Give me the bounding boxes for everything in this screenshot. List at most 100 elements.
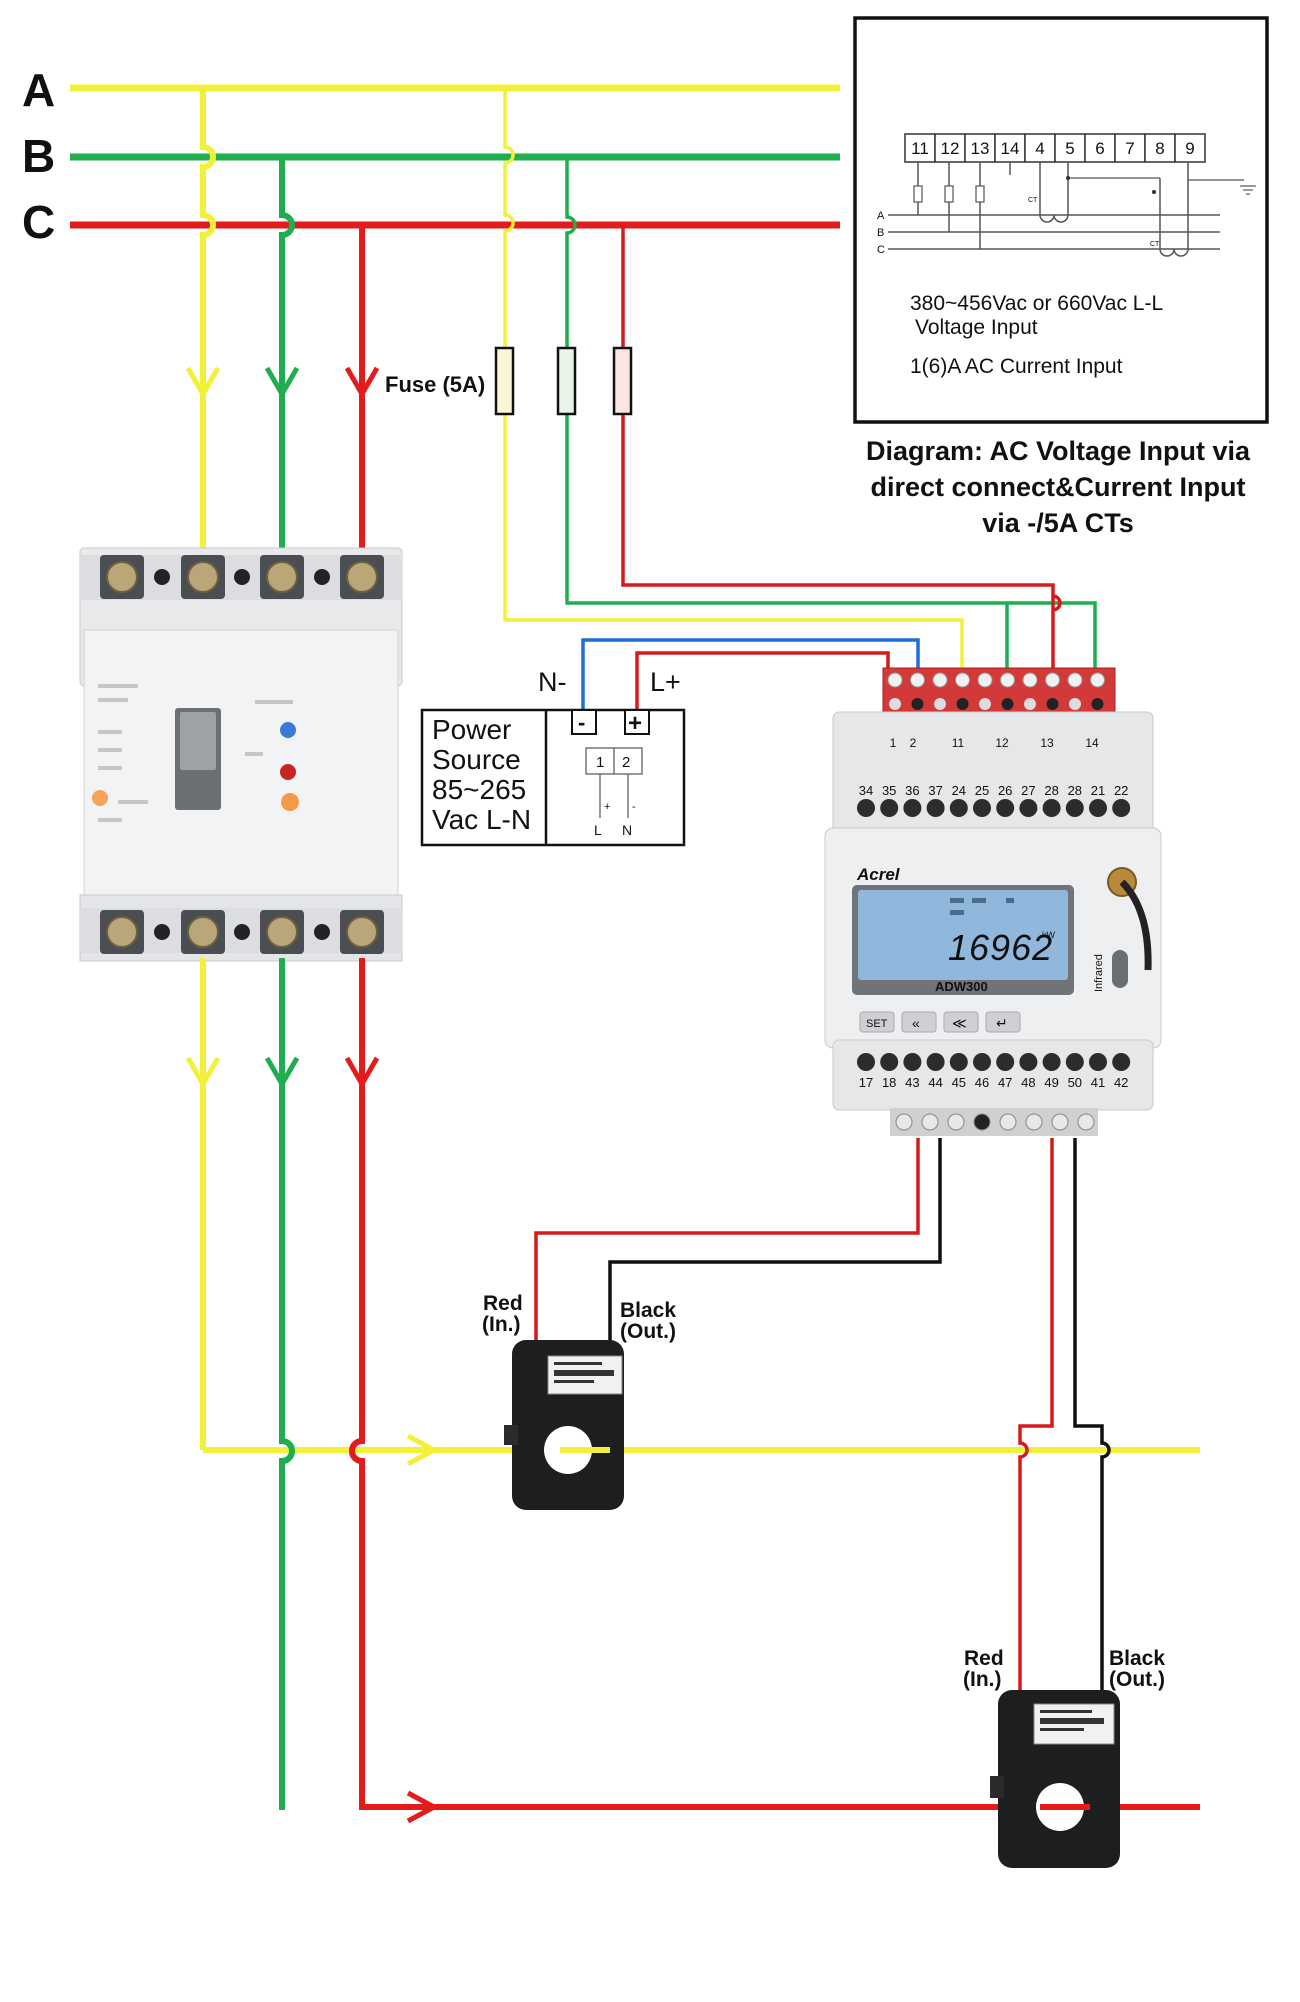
terminal-hole-icon bbox=[1042, 799, 1061, 817]
meter-button-left[interactable]: « bbox=[912, 1015, 920, 1031]
meter-terminal-label: 48 bbox=[1021, 1075, 1035, 1090]
terminal-hole-icon bbox=[973, 799, 991, 817]
meter-infrared-label: Infrared bbox=[1093, 954, 1105, 992]
terminal-hole-icon bbox=[926, 799, 945, 817]
arrow-a-down bbox=[185, 366, 221, 400]
terminal-hole-icon bbox=[903, 799, 922, 817]
caption-line2: direct connect&Current Input bbox=[870, 472, 1245, 502]
inset-terminal-label: 14 bbox=[1001, 139, 1020, 158]
terminal-hole-icon bbox=[1069, 698, 1081, 710]
terminal-hole-icon bbox=[973, 1053, 991, 1071]
terminal-hole-icon bbox=[1046, 698, 1059, 710]
ct1-red-label-2: (In.) bbox=[482, 1313, 520, 1336]
screw-icon bbox=[932, 672, 948, 688]
meter-terminal-label: 45 bbox=[952, 1075, 966, 1090]
arrow-a-right bbox=[406, 1433, 440, 1467]
arrow-a-down-lower bbox=[185, 1056, 221, 1090]
inset-voltage-line2: Voltage Input bbox=[915, 316, 1038, 339]
screw-hole-icon bbox=[314, 924, 330, 940]
screw-icon bbox=[1077, 1113, 1095, 1131]
inset-terminal-label: 12 bbox=[941, 139, 960, 158]
terminal-hole-icon bbox=[1019, 1053, 1038, 1071]
inset-terminal-label: 4 bbox=[1035, 139, 1044, 158]
meter-top-terminal-label: 12 bbox=[995, 736, 1009, 750]
terminal-hole-icon bbox=[996, 1053, 1015, 1071]
meter-terminal-label: 25 bbox=[975, 783, 989, 798]
screw-icon bbox=[1090, 672, 1105, 688]
ct1-red-wire bbox=[534, 1138, 920, 1368]
meter-terminal-label: 46 bbox=[975, 1075, 989, 1090]
power-n-wire bbox=[581, 638, 920, 718]
power-source-box bbox=[420, 708, 686, 847]
meter-top-terminal-label: 14 bbox=[1085, 736, 1099, 750]
inset-row-a: A bbox=[877, 210, 885, 222]
terminal-hole-icon bbox=[979, 698, 991, 710]
inset-current-input: 1(6)A AC Current Input bbox=[910, 355, 1123, 378]
screw-icon bbox=[346, 916, 378, 948]
fuse-a bbox=[494, 346, 515, 416]
meter-terminal-label: 26 bbox=[998, 783, 1012, 798]
meter-terminal-label: 47 bbox=[998, 1075, 1012, 1090]
power-minus-sign: - bbox=[578, 710, 585, 735]
screw-icon bbox=[973, 1113, 991, 1131]
power-ln-l: L bbox=[594, 822, 602, 838]
terminal-hole-icon bbox=[880, 1053, 899, 1071]
inset-ct-2: CT bbox=[1150, 241, 1160, 248]
inset-terminal-box bbox=[1114, 133, 1146, 163]
terminal-hole-icon bbox=[1001, 698, 1014, 710]
terminal-hole-icon bbox=[903, 1053, 922, 1071]
screw-icon bbox=[1045, 672, 1060, 688]
terminal-hole-icon bbox=[996, 799, 1015, 817]
meter-terminal-label: 37 bbox=[928, 783, 942, 798]
meter-terminal-label: 41 bbox=[1091, 1075, 1105, 1090]
power-pol-plus: + bbox=[604, 801, 610, 813]
screw-icon bbox=[346, 561, 378, 593]
meter-terminal-label: 28 bbox=[1068, 783, 1082, 798]
ct2-black-wire bbox=[1073, 1138, 1111, 1700]
ct1-black-wire bbox=[608, 1138, 942, 1368]
inset-terminal-label: 7 bbox=[1125, 139, 1134, 158]
power-plus-sign: + bbox=[628, 710, 642, 737]
screw-icon bbox=[999, 1113, 1017, 1131]
phase-c-label: C bbox=[22, 196, 55, 248]
meter-terminal-label: 35 bbox=[882, 783, 896, 798]
meter-reading: 16962 bbox=[948, 927, 1053, 968]
terminal-hole-icon bbox=[926, 1053, 945, 1071]
screw-icon bbox=[106, 916, 138, 948]
ct1-black-label-2: (Out.) bbox=[620, 1320, 676, 1343]
terminal-hole-icon bbox=[1065, 1053, 1084, 1071]
meter-terminal-label: 49 bbox=[1044, 1075, 1058, 1090]
ct2-red-wire bbox=[1018, 1138, 1054, 1700]
arrow-b-down-lower bbox=[264, 1056, 300, 1090]
meter-terminal-label: 43 bbox=[905, 1075, 919, 1090]
meter-top-terminal-label: 13 bbox=[1040, 736, 1054, 750]
screw-icon bbox=[977, 672, 993, 688]
terminal-hole-icon bbox=[1089, 1053, 1107, 1071]
screw-icon bbox=[266, 561, 298, 593]
terminal-hole-icon bbox=[911, 698, 924, 710]
inset-ct-1: CT bbox=[1028, 197, 1038, 204]
power-l-wire bbox=[635, 651, 890, 718]
meter-terminal-label: 27 bbox=[1021, 783, 1035, 798]
ct1-black-label-1: Black bbox=[620, 1299, 676, 1322]
caption-line1: Diagram: AC Voltage Input via bbox=[866, 436, 1251, 466]
meter-terminal-label: 34 bbox=[859, 783, 873, 798]
caption-line3: via -/5A CTs bbox=[982, 508, 1134, 538]
meter-button-set[interactable]: SET bbox=[866, 1018, 888, 1030]
meter-brand: Acrel bbox=[856, 865, 901, 884]
screw-icon bbox=[187, 916, 219, 948]
ct2-black-label-2: (Out.) bbox=[1109, 1668, 1165, 1691]
power-n-label: N- bbox=[538, 667, 567, 697]
drop-a-wire bbox=[200, 88, 216, 560]
inset-terminal-box bbox=[904, 133, 936, 163]
screw-icon bbox=[895, 1113, 913, 1131]
screw-icon bbox=[887, 672, 903, 688]
meter-terminal-label: 36 bbox=[905, 783, 919, 798]
arrow-c-down-lower bbox=[344, 1056, 380, 1090]
meter-button-up[interactable]: ≪ bbox=[952, 1015, 967, 1031]
meter-button-enter[interactable]: ↵ bbox=[996, 1015, 1008, 1031]
ct2-red-label-2: (In.) bbox=[963, 1668, 1001, 1691]
screw-icon bbox=[1000, 672, 1015, 688]
